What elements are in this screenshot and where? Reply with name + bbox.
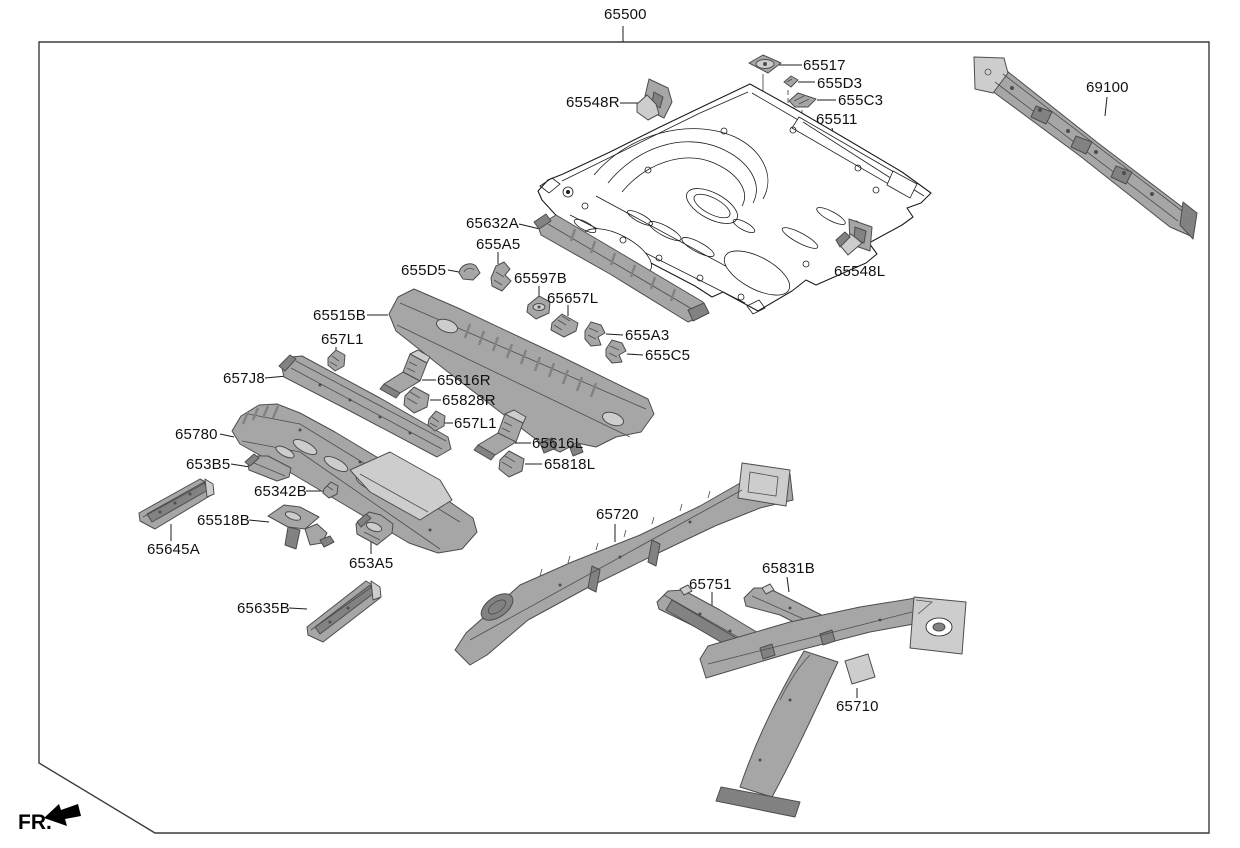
- part-label-655C3: 655C3: [838, 92, 884, 109]
- part-65597B-bracket: [526, 295, 551, 320]
- part-label-65828R: 65828R: [442, 392, 496, 409]
- part-label-653B5: 653B5: [186, 456, 231, 473]
- part-655D3-clip: [783, 75, 799, 88]
- part-65515B-panel: [388, 288, 655, 457]
- part-label-655D3: 655D3: [817, 75, 863, 92]
- part-label-65720: 65720: [596, 506, 639, 523]
- part-label-65635B: 65635B: [237, 600, 290, 617]
- part-65616L-bracket: [473, 409, 527, 461]
- part-657L1-clip-lower: [427, 410, 446, 432]
- part-655C3-plate: [788, 92, 817, 108]
- part-label-65616L: 65616L: [532, 435, 584, 452]
- part-label-655D5: 655D5: [401, 262, 447, 279]
- part-655C5-bracket: [605, 339, 627, 364]
- front-direction-arrow-icon: [44, 804, 81, 826]
- part-657J8-sill: [278, 354, 452, 458]
- part-65511-rear-floor-panel: [537, 83, 932, 315]
- part-label-65500: 65500: [604, 6, 647, 23]
- drawing-frame: [38, 41, 1210, 834]
- part-label-655C5: 655C5: [645, 347, 691, 364]
- part-655D5-clip: [458, 263, 481, 281]
- part-label-65515B: 65515B: [313, 307, 366, 324]
- part-655A5-bracket: [490, 261, 512, 292]
- front-indicator-label: FR.: [18, 811, 52, 834]
- part-65518B-bracket: [267, 504, 335, 550]
- part-65342B-clip: [322, 481, 339, 499]
- part-65517-plate: [748, 54, 782, 74]
- part-label-657J8: 657J8: [223, 370, 265, 387]
- part-65828R-clip: [403, 386, 430, 414]
- part-label-655A3: 655A3: [625, 327, 670, 344]
- part-69100-back-panel: [973, 56, 1198, 240]
- part-65710-side-member: [699, 596, 967, 818]
- part-label-65517: 65517: [803, 57, 846, 74]
- part-label-65645A: 65645A: [147, 541, 200, 558]
- part-label-657L1-upper: 657L1: [321, 331, 364, 348]
- part-65657L-bracket: [550, 313, 579, 338]
- part-65720-side-member: [454, 462, 794, 666]
- part-655A3-bracket: [584, 321, 606, 347]
- part-657L1-clip-upper: [327, 349, 346, 372]
- part-label-65548L: 65548L: [834, 263, 886, 280]
- part-label-65511: 65511: [816, 111, 858, 128]
- part-label-65780: 65780: [175, 426, 218, 443]
- part-65632A-crossmember: [533, 213, 710, 323]
- part-65818L-clip: [498, 450, 525, 478]
- part-653A5-bracket: [355, 511, 394, 546]
- part-65548R-bracket: [636, 78, 673, 121]
- part-65645A-rail: [138, 478, 215, 530]
- part-653B5-sill: [244, 453, 292, 482]
- part-65616R-bracket: [379, 349, 431, 399]
- part-label-65710: 65710: [836, 698, 879, 715]
- part-label-65831B: 65831B: [762, 560, 815, 577]
- part-65635B-rail: [306, 580, 382, 643]
- part-65780-center-floor-panel: [231, 403, 478, 554]
- part-label-655A5: 655A5: [476, 236, 521, 253]
- part-label-65518B: 65518B: [197, 512, 250, 529]
- part-label-65657L: 65657L: [547, 290, 599, 307]
- part-label-65818L: 65818L: [544, 456, 596, 473]
- part-65548L-bracket: [835, 218, 873, 256]
- part-label-65548R: 65548R: [566, 94, 620, 111]
- part-label-657L1-lower: 657L1: [454, 415, 497, 432]
- part-label-69100: 69100: [1086, 79, 1129, 96]
- part-label-65342B: 65342B: [254, 483, 307, 500]
- part-label-65632A: 65632A: [466, 215, 519, 232]
- part-label-65616R: 65616R: [437, 372, 491, 389]
- part-label-65751: 65751: [689, 576, 732, 593]
- part-label-653A5: 653A5: [349, 555, 394, 572]
- part-label-65597B: 65597B: [514, 270, 567, 287]
